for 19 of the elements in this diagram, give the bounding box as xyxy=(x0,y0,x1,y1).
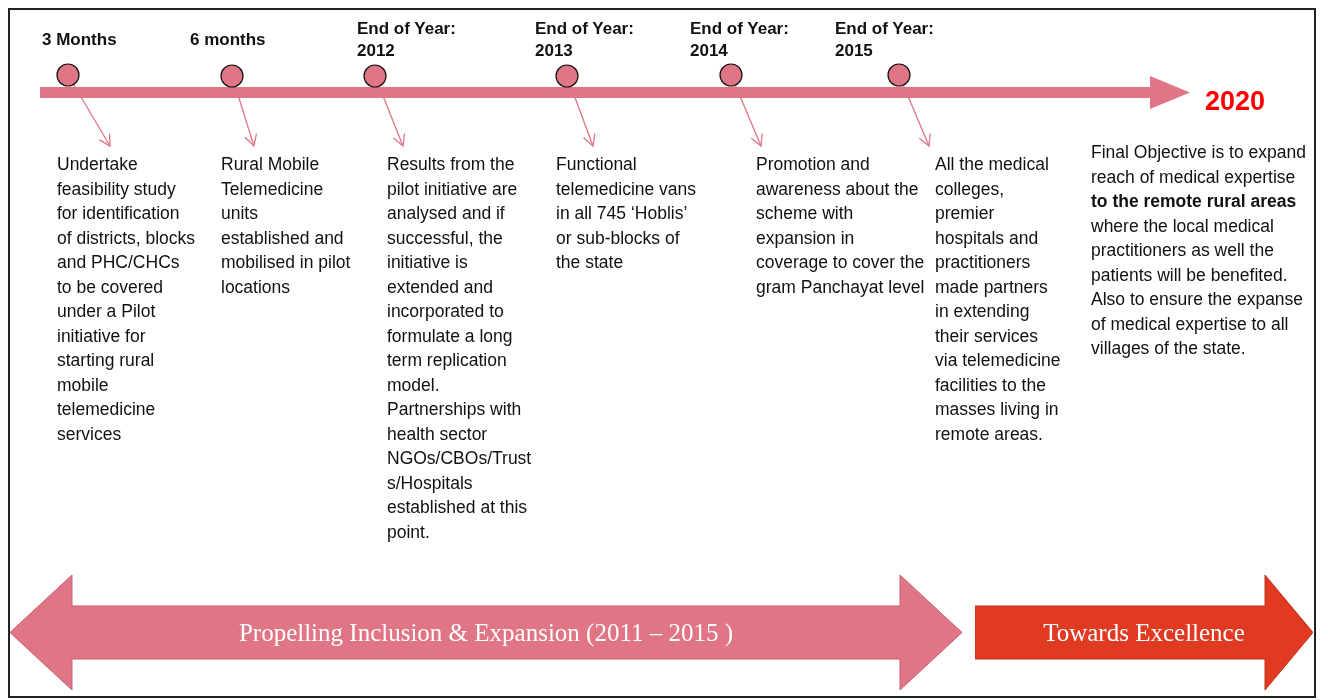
arrow xyxy=(72,83,111,147)
objective-text: Final Objective is to expand reach of medical expertise to the remote rural areas where the local medical practitioners as well the patients will be benefited. Also to ensure the expanse of medical expertise to all villages of the state. xyxy=(1091,141,1307,360)
milestone-description: Rural Mobile Telemedicine units established and mobilised in pilot locations xyxy=(221,152,351,299)
arrow-label: Towards Excellence xyxy=(1042,618,1246,647)
milestone-description: Results from the pilot initiative are analysed and if successful, the initiative is extended and incorporated to formulate a long term replication model. Partnerships with health sector NGOs/CBOs/Trusts/Hospitals established at this point. xyxy=(387,152,537,544)
milestone-label: End of Year: 2015 xyxy=(835,18,935,62)
milestone-description: All the medical colleges, premier hospitals and practitioners made partners in extending their services via telemedicine facilities to the masses living in remote areas. xyxy=(935,152,1063,446)
year-label: 2020 xyxy=(1205,86,1266,117)
milestone-label: End of Year: 2012 xyxy=(357,18,457,62)
arrow xyxy=(734,84,763,147)
milestone-label: 6 months xyxy=(190,29,267,51)
arrow xyxy=(902,84,931,147)
milestone-description: Undertake feasibility study for identification of districts, blocks and PHC/CHCs to be covered under a Pilot initiative for starting rural mobile telemedicine services xyxy=(57,152,197,446)
milestone-description: Promotion and awareness about the scheme with expansion in coverage to cover the gram Panchayat level xyxy=(756,152,926,299)
milestone-label: End of Year: 2013 xyxy=(535,18,635,62)
milestone-label: End of Year: 2014 xyxy=(690,18,790,62)
milestone-description: Functional telemedicine vans in all 745 ‘Hoblis’ or sub-blocks of the state xyxy=(556,152,706,275)
arrow-label: Propelling Inclusion & Expansion (2011 – 2015 ) xyxy=(237,618,735,647)
milestone-label: 3 Months xyxy=(42,29,118,51)
